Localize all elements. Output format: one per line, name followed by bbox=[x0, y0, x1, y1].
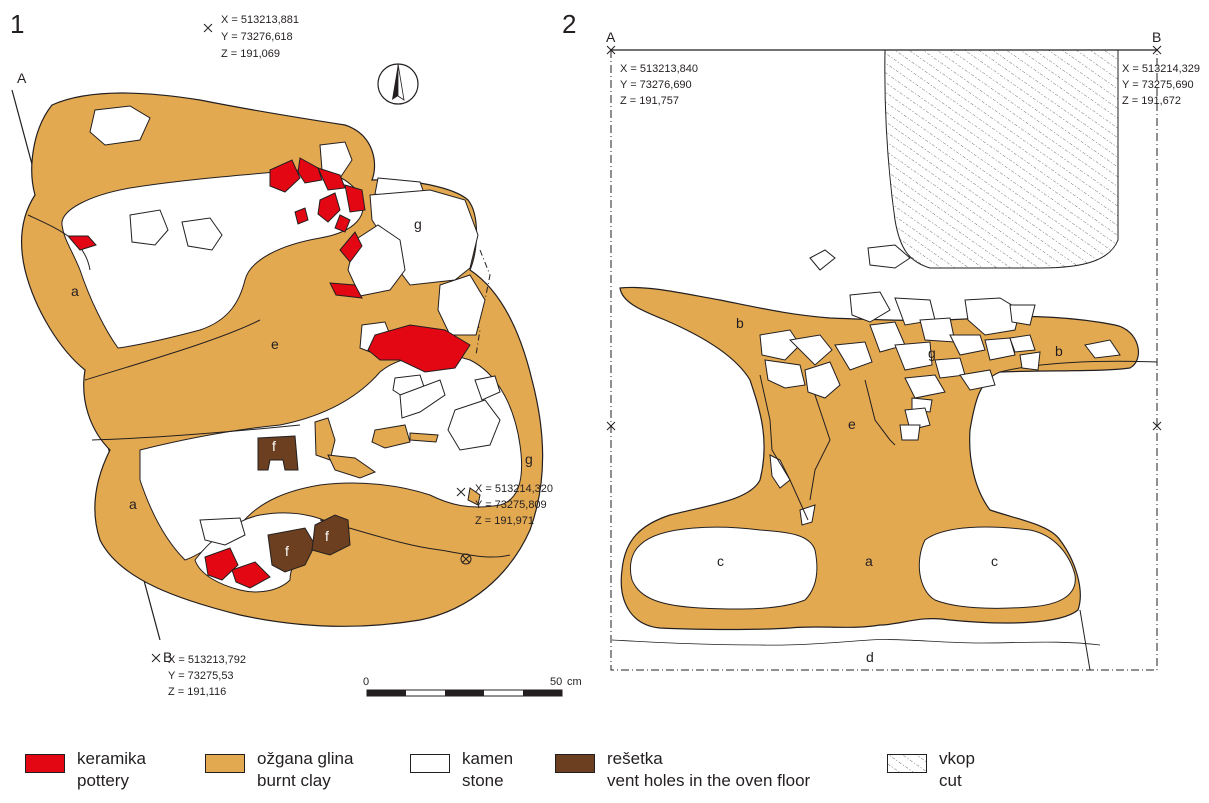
cut-area bbox=[884, 49, 1119, 269]
survey-markers-panel-1 bbox=[151, 23, 472, 663]
coord-top-x: X = 513213,881 bbox=[221, 14, 299, 26]
coord-bottom-y: Y = 73275,53 bbox=[168, 670, 234, 682]
legend-swatch-vent bbox=[555, 754, 595, 773]
coord-b-y: Y = 73275,690 bbox=[1122, 79, 1194, 91]
coord-mid-y: Y = 73275,809 bbox=[475, 499, 547, 511]
coord-top-y: Y = 73276,618 bbox=[221, 31, 293, 43]
point-b-label-2: B bbox=[1152, 29, 1161, 45]
legend-swatch-cut bbox=[887, 754, 927, 773]
point-a-label: A bbox=[17, 70, 27, 86]
point-a-label-2: A bbox=[606, 29, 616, 45]
stones-panel-2 bbox=[759, 244, 1041, 441]
label-g-side: g bbox=[525, 451, 533, 467]
label-a-lower: a bbox=[129, 496, 137, 512]
coord-a-x: X = 513213,840 bbox=[620, 63, 698, 75]
section-label-b-left: b bbox=[736, 315, 744, 331]
legend-label-cut: vkop bbox=[939, 749, 975, 768]
legend-label-clay: ožgana glina bbox=[257, 749, 354, 768]
section-label-b-right: b bbox=[1055, 343, 1063, 359]
coord-top-block: X = 513213,881 Y = 73276,618 Z = 191,069 bbox=[221, 14, 299, 60]
panel-2-number: 2 bbox=[562, 9, 576, 39]
panel-1-number: 1 bbox=[10, 9, 24, 39]
coord-mid-z: Z = 191,971 bbox=[475, 515, 534, 527]
label-f-2: f bbox=[285, 543, 289, 559]
legend-sublabel-clay: burnt clay bbox=[257, 771, 331, 790]
coord-bottom-block: X = 513213,792 Y = 73275,53 Z = 191,116 bbox=[168, 654, 246, 698]
legend-label-stone: kamen bbox=[462, 749, 514, 768]
scale-unit: cm bbox=[567, 676, 582, 688]
point-b-label: B bbox=[163, 649, 172, 665]
section-label-c-right: c bbox=[991, 553, 998, 569]
section-label-d: d bbox=[866, 649, 874, 665]
legend-sublabel-stone: stone bbox=[462, 771, 504, 790]
scale-bar: 0 50 cm bbox=[363, 676, 582, 697]
north-arrow-icon bbox=[377, 63, 419, 105]
section-label-c-left: c bbox=[717, 553, 724, 569]
scale-end: 50 bbox=[550, 676, 562, 688]
coord-bottom-x: X = 513213,792 bbox=[168, 654, 246, 666]
clay-pieces-panel-1 bbox=[314, 417, 481, 506]
legend-sublabel-vent: vent holes in the oven floor bbox=[607, 771, 811, 790]
legend-label-vent: rešetka bbox=[607, 749, 663, 768]
coord-bottom-z: Z = 191,116 bbox=[168, 686, 226, 698]
coord-top-z: Z = 191,069 bbox=[221, 48, 280, 60]
coord-mid-block: X = 513214,320 Y = 73275,809 Z = 191,971 bbox=[475, 483, 553, 527]
coord-b-block: X = 513214,329 Y = 73275,690 Z = 191,672 bbox=[1122, 63, 1200, 107]
coord-a-y: Y = 73276,690 bbox=[620, 79, 692, 91]
scale-start: 0 bbox=[363, 676, 369, 688]
cavity-c-right bbox=[918, 526, 1076, 609]
legend-swatch-clay bbox=[205, 754, 245, 773]
panel-1-plan: 1 A B bbox=[10, 9, 582, 698]
coord-a-block: X = 513213,840 Y = 73276,690 Z = 191,757 bbox=[620, 63, 698, 107]
legend-swatch-pottery bbox=[25, 754, 65, 773]
coord-mid-x: X = 513214,320 bbox=[475, 483, 553, 495]
section-label-g: g bbox=[928, 345, 936, 361]
label-e: e bbox=[271, 336, 279, 352]
label-f-3: f bbox=[325, 528, 329, 544]
coord-b-z: Z = 191,672 bbox=[1122, 95, 1181, 107]
legend-swatch-stone bbox=[410, 754, 450, 773]
label-g-stone: g bbox=[414, 216, 422, 232]
coord-a-z: Z = 191,757 bbox=[620, 95, 679, 107]
label-f-1: f bbox=[272, 438, 276, 454]
pottery-panel-1 bbox=[66, 157, 471, 589]
section-label-e: e bbox=[848, 416, 856, 432]
survey-markers-panel-2 bbox=[606, 45, 1162, 431]
vent-holes-panel-1 bbox=[257, 435, 351, 573]
label-a-upper: a bbox=[71, 283, 79, 299]
panel-2-section: 2 A B X = 513213,840 Y = 73276,690 Z = 1… bbox=[562, 9, 1200, 671]
cavity-c-left bbox=[629, 526, 818, 610]
section-label-a: a bbox=[865, 553, 873, 569]
stones-panel-1 bbox=[89, 105, 501, 546]
legend: keramika pottery ožgana glina burnt clay… bbox=[0, 748, 1209, 803]
legend-sublabel-cut: cut bbox=[939, 771, 962, 790]
coord-b-x: X = 513214,329 bbox=[1122, 63, 1200, 75]
legend-label-pottery: keramika bbox=[77, 749, 146, 768]
legend-sublabel-pottery: pottery bbox=[77, 771, 129, 790]
